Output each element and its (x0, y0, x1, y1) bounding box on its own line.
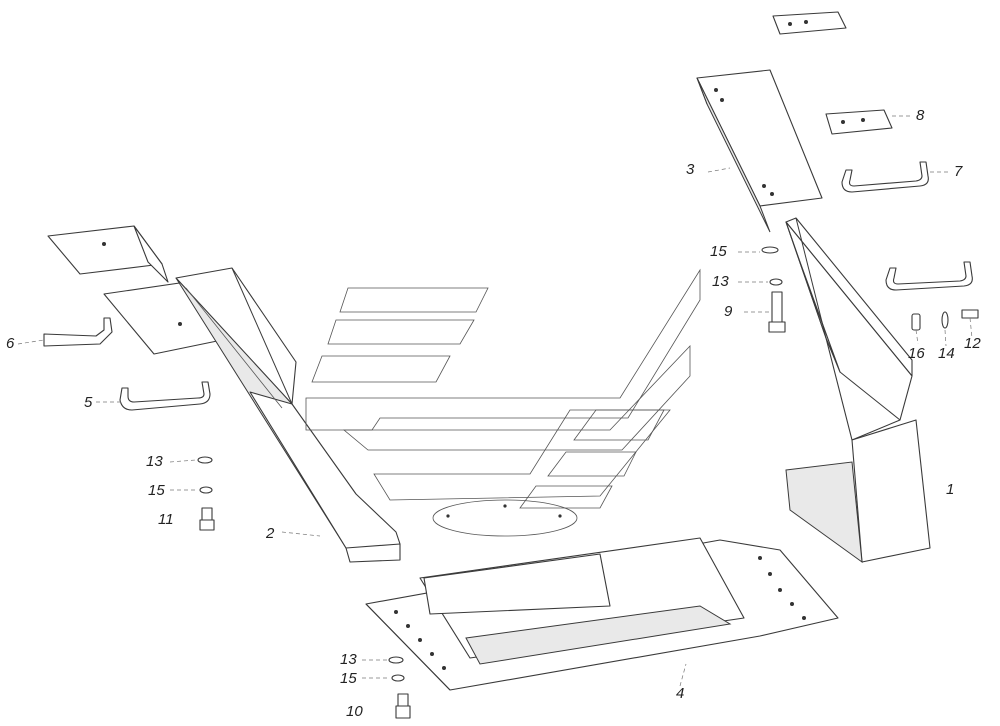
fastener-15-upper (761, 246, 779, 254)
callout-14: 14 (938, 345, 955, 362)
callout-15-upper: 15 (710, 243, 727, 260)
callout-13-bottom: 13 (340, 651, 357, 668)
callout-16: 16 (908, 345, 925, 362)
callout-7: 7 (954, 163, 963, 180)
bolt-11 (199, 507, 215, 531)
part-1-side-bracket (785, 217, 931, 564)
part-2-side-bracket (103, 267, 401, 563)
part-8-plate (825, 109, 893, 135)
part-5-handle (119, 381, 211, 411)
part-3-bracket (696, 69, 823, 233)
handle-right (885, 261, 973, 291)
callout-13-upper: 13 (712, 273, 729, 290)
callout-6: 6 (6, 335, 15, 352)
watermark-logo (305, 268, 701, 537)
callout-1: 1 (946, 481, 955, 498)
pin-16 (911, 313, 921, 331)
callout-3: 3 (686, 161, 695, 178)
part-4-base-plate (365, 537, 839, 691)
clip-14 (941, 311, 949, 329)
fastener-13-left (197, 456, 213, 464)
bolt-12 (961, 309, 979, 319)
part-7-handle (841, 161, 929, 193)
callout-13-left: 13 (146, 453, 163, 470)
top-plate (772, 11, 847, 35)
callout-15-bottom: 15 (340, 670, 357, 687)
fastener-13-bottom (388, 656, 404, 664)
callout-9: 9 (724, 303, 733, 320)
callout-10: 10 (346, 703, 363, 720)
fastener-15-left (199, 486, 213, 494)
callout-11: 11 (158, 511, 174, 528)
callout-15-left: 15 (148, 482, 165, 499)
callout-4: 4 (676, 685, 685, 702)
callout-8: 8 (916, 107, 925, 124)
leader-lines (17, 115, 973, 687)
callout-5: 5 (84, 394, 93, 411)
callout-12: 12 (964, 335, 981, 352)
fastener-13-upper (769, 278, 783, 286)
callout-2: 2 (266, 525, 275, 542)
fastener-15-bottom (391, 674, 405, 682)
bolt-9 (768, 291, 786, 333)
part-6-handle (43, 317, 113, 347)
bolt-10 (395, 693, 411, 719)
part-6-plate (47, 225, 169, 283)
